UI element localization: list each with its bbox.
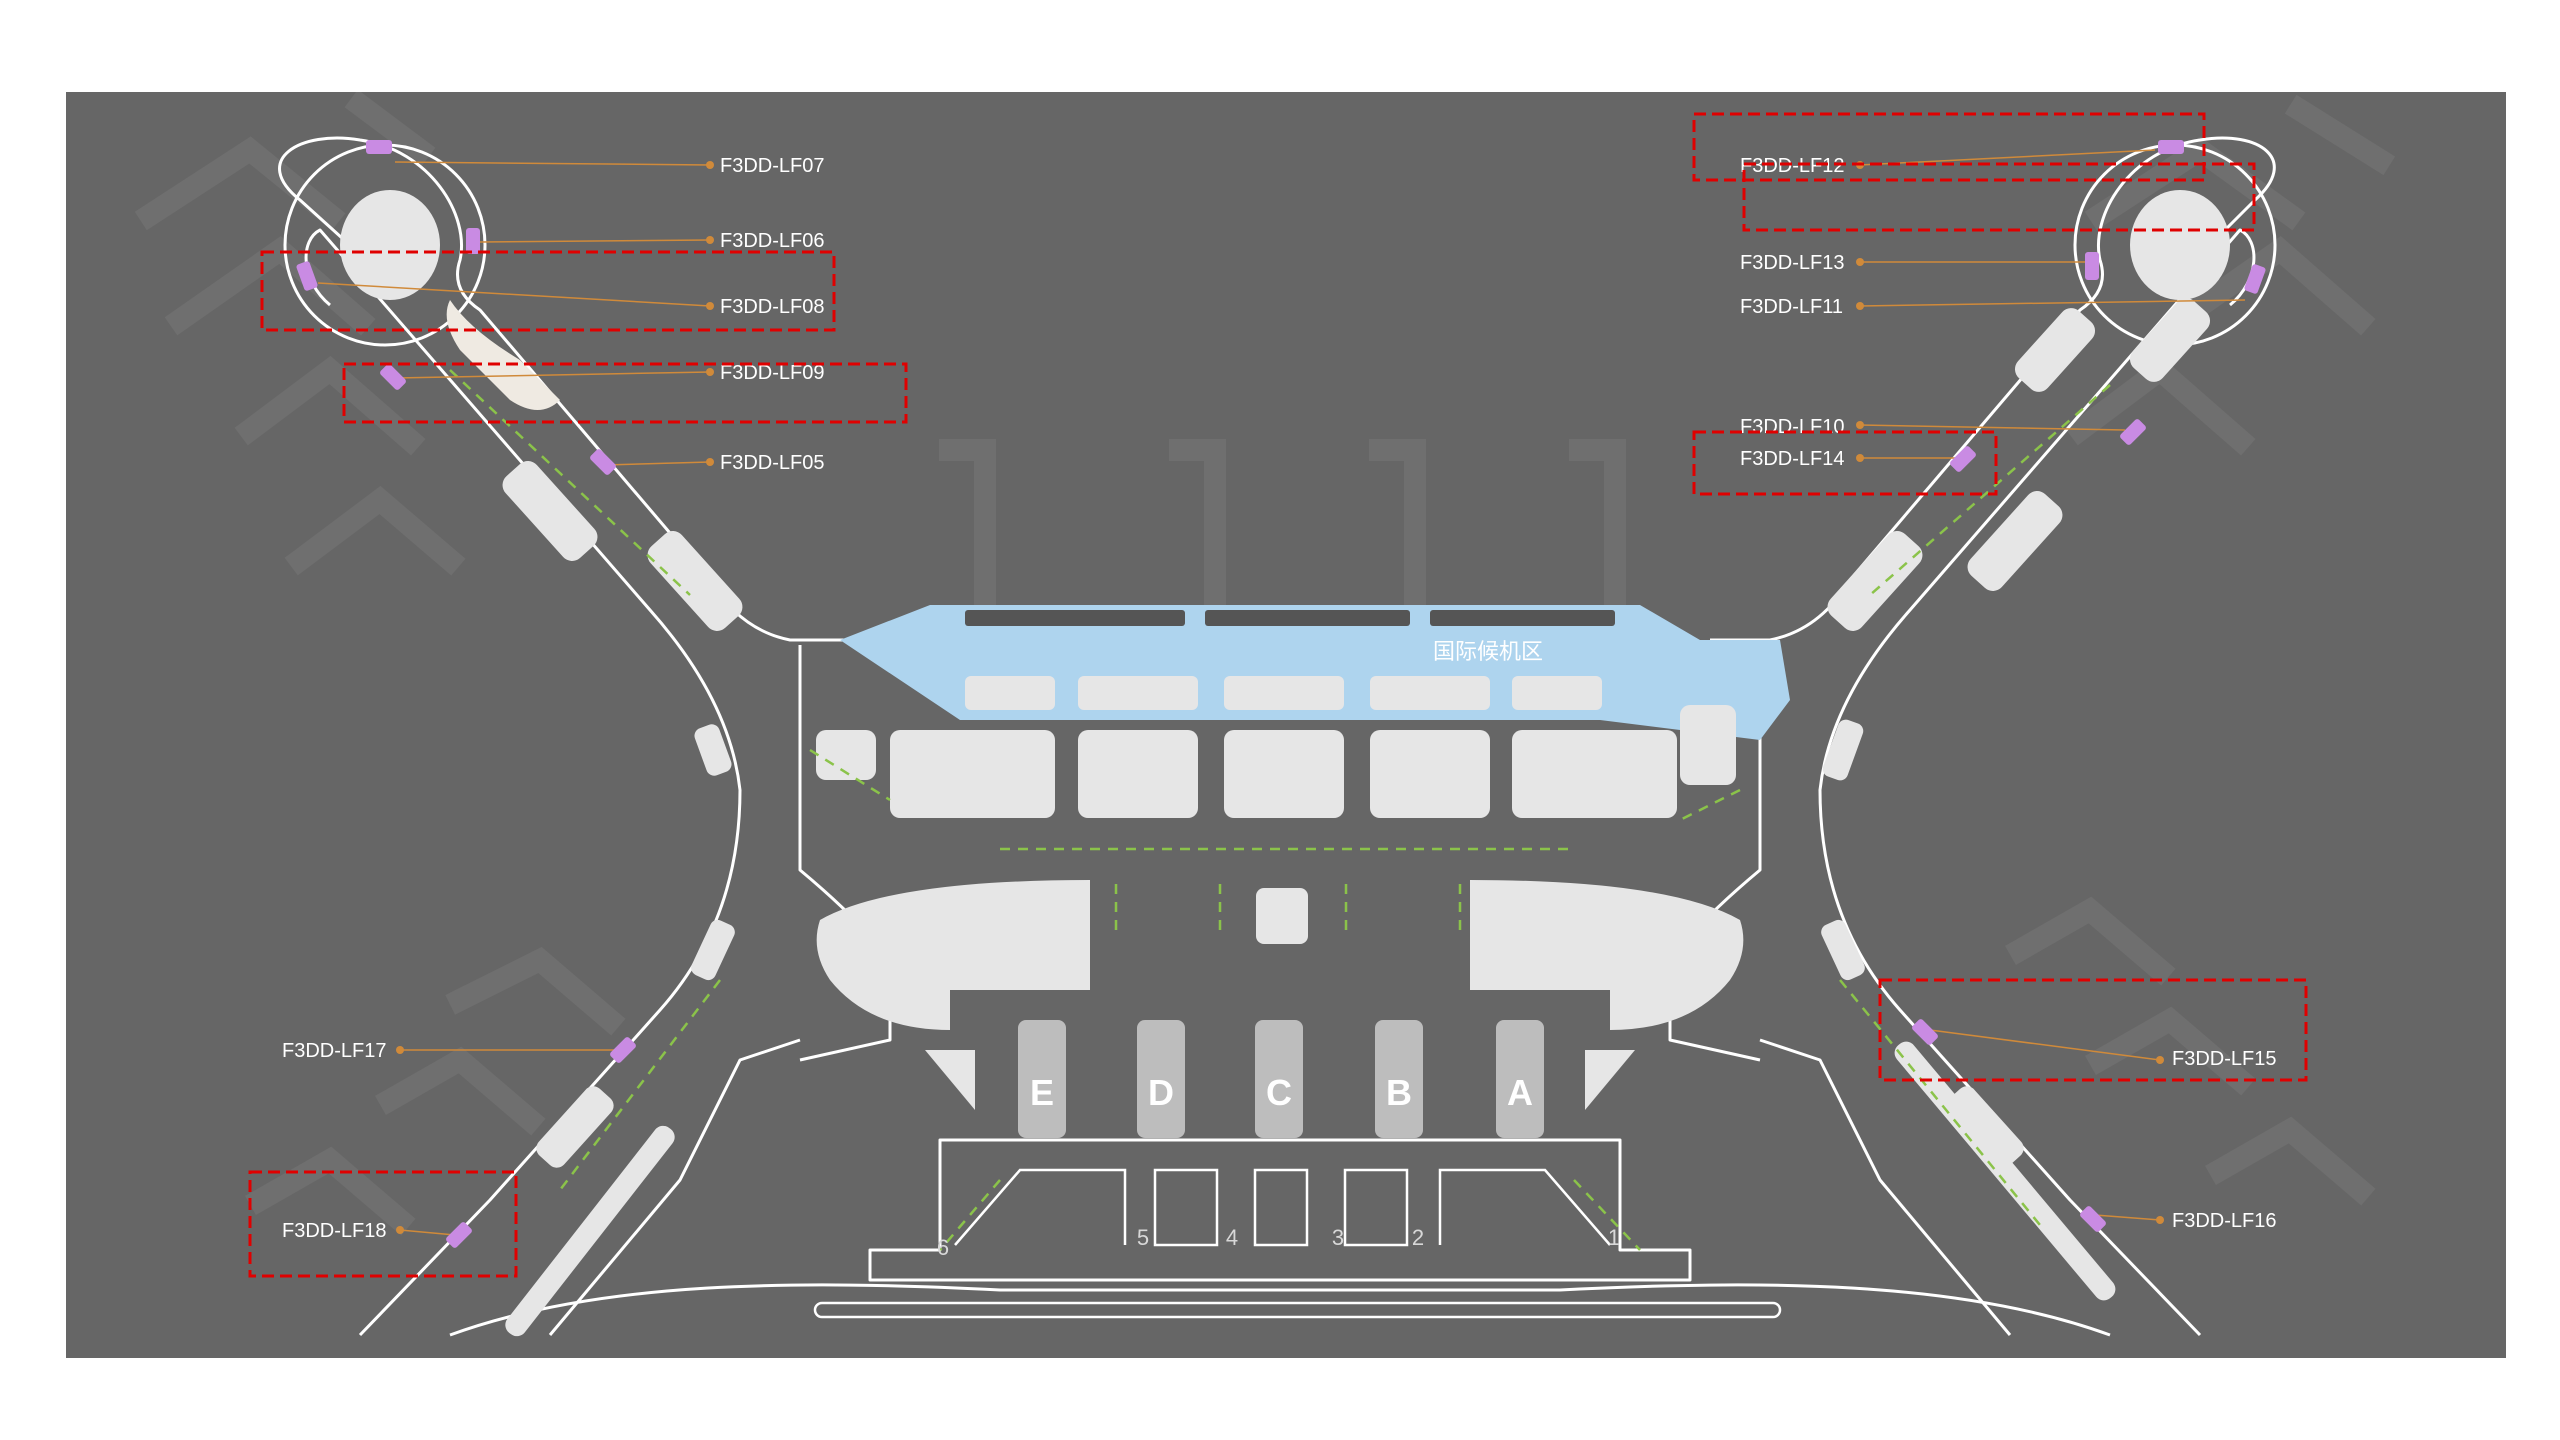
entrance-1-label: 1 (1608, 1225, 1620, 1250)
highlight-box-lf09 (342, 362, 908, 424)
international-zone-label: 国际候机区 (1433, 640, 1543, 665)
shop-label-lf07: F3DD-LF07 (720, 155, 824, 177)
shop-label-lf15: F3DD-LF15 (2172, 1048, 2276, 1070)
guide-arrows (449, 369, 2111, 1251)
shop-label-lf05: F3DD-LF05 (720, 452, 824, 474)
entrance-2-label: 2 (1412, 1225, 1424, 1250)
pier-islands (502, 298, 2211, 1337)
background-decor (134, 92, 2396, 1236)
bottom-rail (813, 1301, 1782, 1319)
shop-label-lf12: F3DD-LF12 (1740, 155, 1844, 177)
highlight-boxes (248, 112, 2308, 1278)
highlight-box-lf18 (248, 1170, 518, 1278)
gate-concourses (1018, 1020, 1544, 1138)
shop-leader-lines (317, 149, 2246, 1236)
gate-b-label: B (1386, 1072, 1412, 1113)
map-background (66, 92, 2506, 1358)
highlight-box-lf12-outer (1742, 162, 2256, 232)
entrance-5-label: 5 (1137, 1225, 1149, 1250)
gate-d-label: D (1148, 1072, 1174, 1113)
shop-label-lf18: F3DD-LF18 (282, 1220, 386, 1242)
gate-c-label: C (1266, 1072, 1292, 1113)
shop-label-lf10: F3DD-LF10 (1740, 416, 1844, 438)
entrance-3-label: 3 (1332, 1225, 1344, 1250)
shop-label-lf11: F3DD-LF11 (1740, 296, 1843, 318)
gate-a-label: A (1507, 1072, 1533, 1113)
gate-lounges (816, 676, 1744, 1110)
shop-label-lf13: F3DD-LF13 (1740, 252, 1844, 274)
shop-label-lf06: F3DD-LF06 (720, 230, 824, 252)
gate-lounge-bars (965, 610, 1615, 626)
highlight-box-lf08 (260, 250, 836, 332)
shop-label-lf14: F3DD-LF14 (1740, 448, 1844, 470)
highlight-box-lf12 (1692, 112, 2206, 182)
shop-label-lf08: F3DD-LF08 (720, 296, 824, 318)
left-rotunda (283, 143, 560, 410)
highlight-box-lf14 (1692, 430, 1998, 496)
shop-markers (296, 140, 2266, 1248)
highlight-box-lf15 (1878, 978, 2308, 1082)
entrance-boxes (954, 1168, 1611, 1247)
gate-e-label: E (1030, 1072, 1054, 1113)
shop-label-lf09: F3DD-LF09 (720, 362, 824, 384)
shop-label-lf17: F3DD-LF17 (282, 1040, 386, 1062)
entrance-6-label: 6 (937, 1235, 949, 1260)
entrance-4-label: 4 (1226, 1225, 1238, 1250)
shop-label-lf16: F3DD-LF16 (2172, 1210, 2276, 1232)
